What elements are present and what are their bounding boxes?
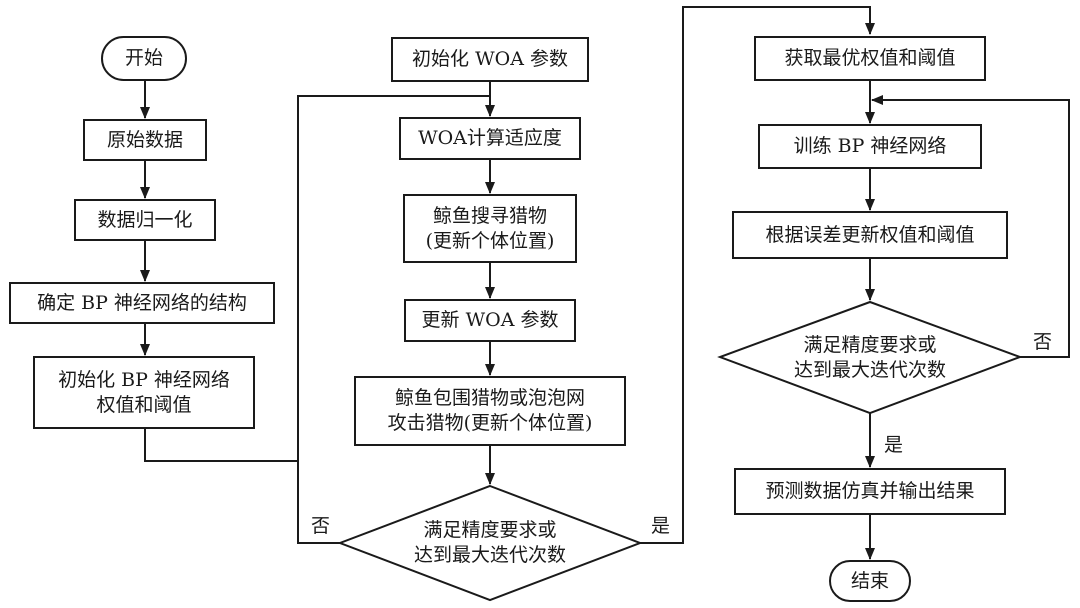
raw-data-box: 原始数据 bbox=[83, 119, 207, 161]
whale-encircle-box: 鲸鱼包围猎物或泡泡网 攻击猎物(更新个体位置) bbox=[354, 376, 626, 446]
update-woa-box: 更新 WOA 参数 bbox=[404, 299, 576, 342]
train-bp-label: 训练 BP 神经网络 bbox=[793, 135, 947, 158]
normalize-label: 数据归一化 bbox=[97, 208, 193, 231]
middle-yes-label: 是 bbox=[651, 515, 671, 537]
predict-box: 预测数据仿真并输出结果 bbox=[734, 468, 1006, 515]
init-weights-label: 初始化 BP 神经网络 权值和阈值 bbox=[58, 368, 230, 416]
connector-right-no-loop bbox=[871, 95, 1070, 358]
determine-structure-label: 确定 BP 神经网络的结构 bbox=[37, 291, 247, 314]
get-optimal-box: 获取最优权值和阈值 bbox=[754, 36, 986, 81]
init-weights-box: 初始化 BP 神经网络 权值和阈值 bbox=[33, 356, 255, 429]
woa-fitness-box: WOA计算适应度 bbox=[399, 117, 581, 160]
determine-structure-box: 确定 BP 神经网络的结构 bbox=[9, 282, 275, 324]
woa-fitness-label: WOA计算适应度 bbox=[418, 127, 562, 150]
middle-no-label: 否 bbox=[311, 515, 331, 537]
decision-right-label: 满足精度要求或 达到最大迭代次数 bbox=[793, 334, 946, 381]
decision-right-text: 满足精度要求或 达到最大迭代次数 bbox=[770, 325, 970, 391]
decision-middle-label: 满足精度要求或 达到最大迭代次数 bbox=[413, 519, 566, 566]
right-yes-label: 是 bbox=[884, 434, 904, 456]
init-woa-box: 初始化 WOA 参数 bbox=[391, 37, 589, 82]
init-woa-label: 初始化 WOA 参数 bbox=[412, 48, 568, 71]
whale-search-label: 鲸鱼搜寻猎物 (更新个体位置) bbox=[425, 204, 555, 252]
raw-data-label: 原始数据 bbox=[106, 128, 183, 151]
predict-label: 预测数据仿真并输出结果 bbox=[765, 480, 975, 503]
update-woa-label: 更新 WOA 参数 bbox=[421, 309, 559, 332]
connector-middle-yes-to-right bbox=[640, 6, 875, 544]
whale-search-box: 鲸鱼搜寻猎物 (更新个体位置) bbox=[403, 194, 577, 263]
decision-middle-text: 满足精度要求或 达到最大迭代次数 bbox=[390, 510, 590, 576]
get-optimal-label: 获取最优权值和阈值 bbox=[784, 47, 956, 70]
decision-diamond-middle bbox=[337, 484, 643, 602]
right-no-label: 否 bbox=[1033, 331, 1053, 353]
end-terminal: 结束 bbox=[829, 560, 911, 602]
normalize-box: 数据归一化 bbox=[74, 199, 216, 241]
end-label: 结束 bbox=[850, 569, 889, 592]
start-terminal: 开始 bbox=[101, 36, 187, 81]
update-by-error-label: 根据误差更新权值和阈值 bbox=[765, 223, 975, 246]
connector-middle-no-loop bbox=[297, 461, 340, 544]
train-bp-box: 训练 BP 神经网络 bbox=[758, 124, 982, 169]
start-label: 开始 bbox=[124, 47, 163, 70]
whale-encircle-label: 鲸鱼包围猎物或泡泡网 攻击猎物(更新个体位置) bbox=[387, 387, 593, 434]
update-by-error-box: 根据误差更新权值和阈值 bbox=[732, 211, 1008, 259]
